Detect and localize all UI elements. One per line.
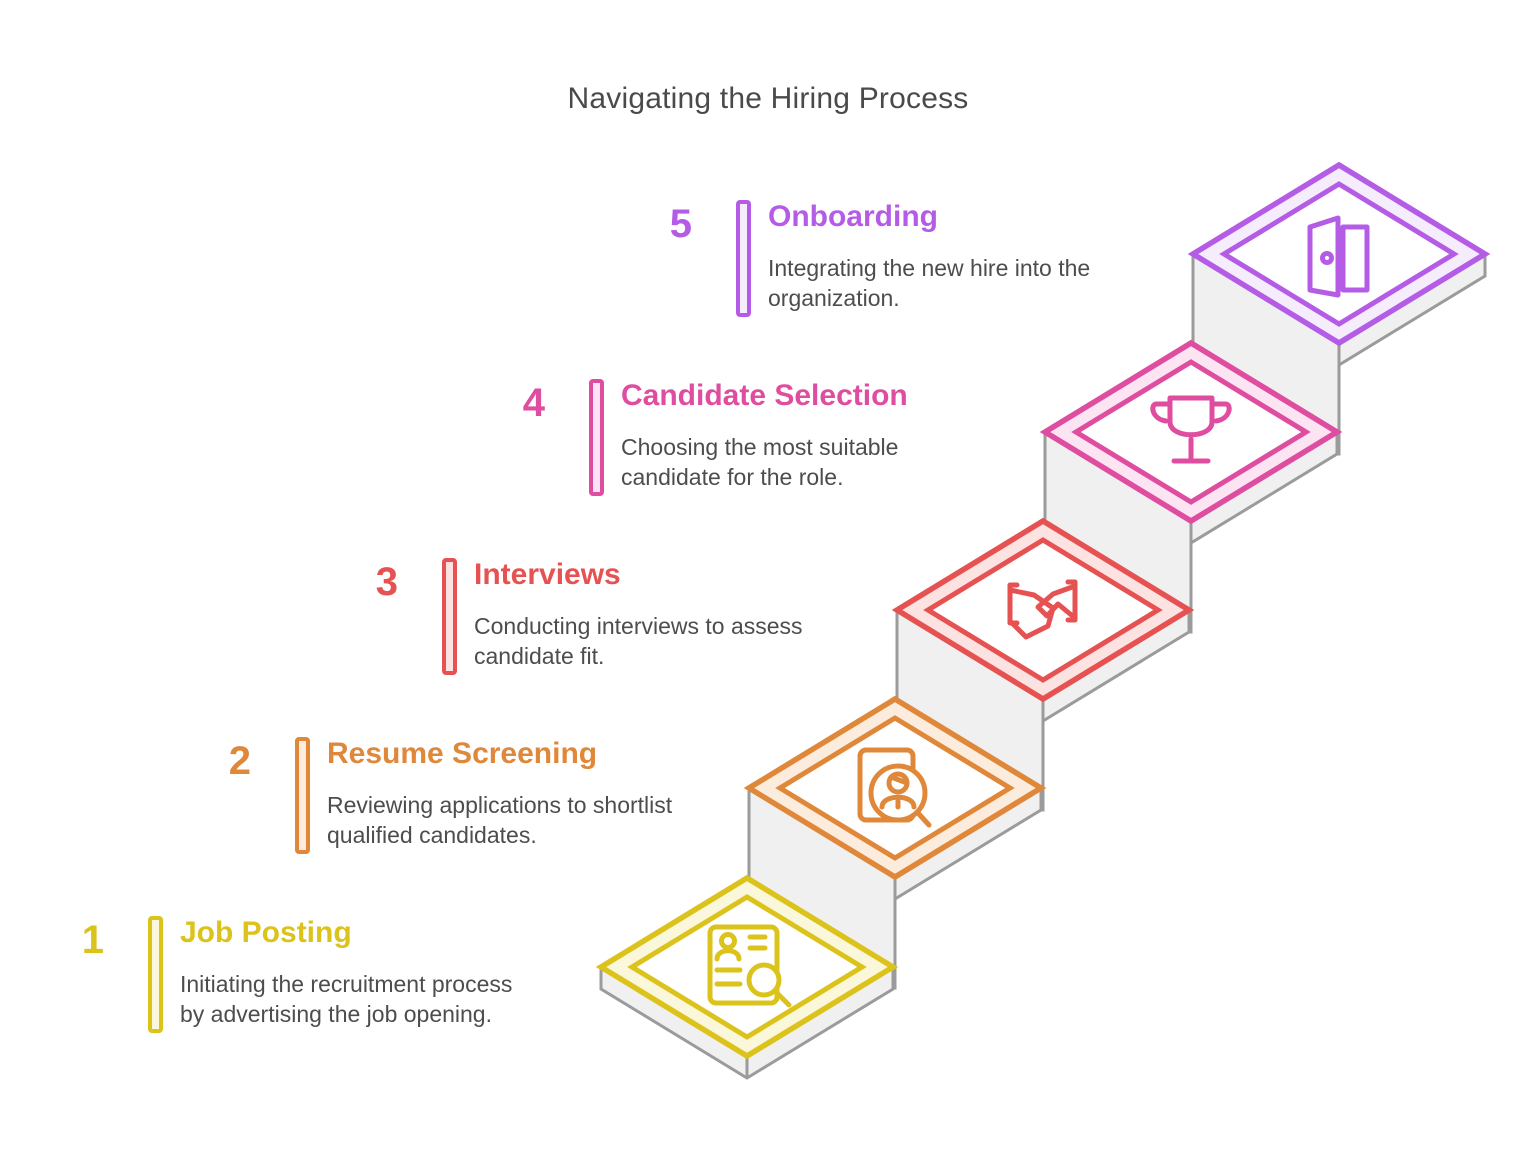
step-number: 3 [375, 560, 398, 604]
step-accent-bar [148, 916, 163, 1033]
step-1-block [595, 874, 899, 1080]
step-title: Onboarding [768, 200, 938, 233]
step-number: 2 [228, 739, 251, 783]
step-description: Choosing the most suitable candidate for… [621, 434, 899, 490]
step-number: 1 [81, 918, 104, 962]
step-title: Candidate Selection [621, 379, 908, 412]
step-accent-bar [442, 558, 457, 675]
step-title: Job Posting [180, 916, 352, 949]
step-accent-bar [736, 200, 751, 317]
trophy-icon [1150, 395, 1232, 464]
step-3-block [891, 517, 1195, 812]
step-description: Integrating the new hire into the organi… [768, 255, 1091, 311]
handshake-icon [1007, 579, 1078, 640]
step-diamond-inner [1071, 359, 1311, 505]
resume-search-icon [707, 924, 792, 1008]
step-number: 4 [522, 381, 545, 425]
step-2-block [743, 695, 1047, 990]
step-diamond-inner [627, 894, 867, 1040]
step-description: Initiating the recruitment process by ad… [180, 971, 513, 1027]
page-title: Navigating the Hiring Process [567, 82, 969, 115]
candidate-search-icon [857, 747, 932, 828]
door-icon [1307, 215, 1370, 298]
step-title: Interviews [474, 558, 621, 591]
step-description: Reviewing applications to shortlist qual… [327, 792, 673, 848]
step-number: 5 [669, 202, 692, 246]
step-title: Resume Screening [327, 737, 598, 770]
step-accent-bar [295, 737, 310, 854]
step-4-block [1039, 339, 1343, 634]
step-accent-bar [589, 379, 604, 496]
step-description: Conducting interviews to assess candidat… [474, 613, 803, 669]
